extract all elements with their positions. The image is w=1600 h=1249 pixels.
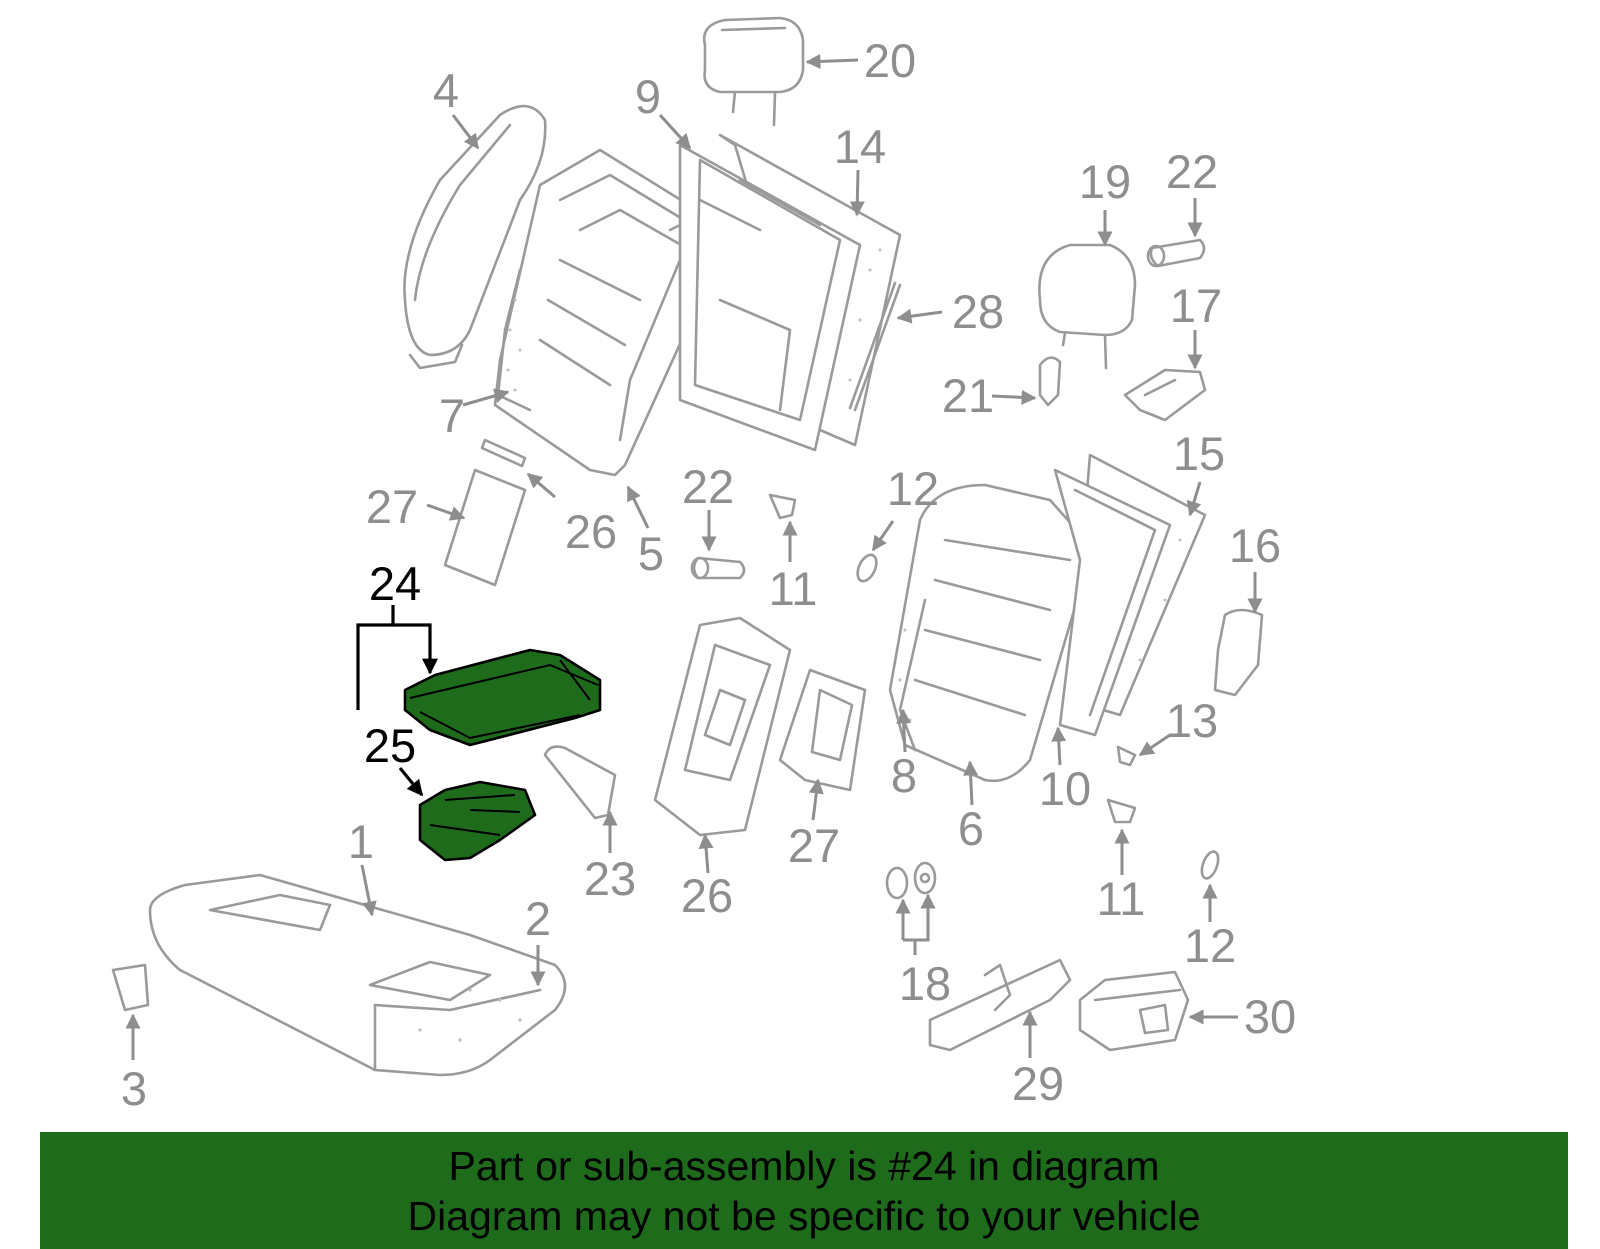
callout-9: 9 <box>635 70 661 123</box>
part-28-strip <box>480 438 527 468</box>
callout-32: 30 <box>1244 990 1296 1043</box>
info-banner: Part or sub-assembly is #24 in diagram D… <box>40 1132 1568 1249</box>
callout-11-right: 11 <box>1097 872 1146 925</box>
part-22-pin-right <box>1146 238 1206 268</box>
part-12-ring-right <box>1200 850 1220 880</box>
part-31-bracket <box>928 958 1072 1052</box>
part-25-highlighted[interactable] <box>418 780 537 862</box>
callout-12-left: 12 <box>887 462 939 515</box>
part-21-guide <box>1038 356 1062 407</box>
part-3-clip <box>111 963 150 1012</box>
callout-30: 28 <box>952 285 1004 338</box>
callout-2: 2 <box>525 892 551 945</box>
part-9-14-seatback-frame <box>678 133 902 452</box>
callout-8: 8 <box>891 749 917 802</box>
callout-26: 26 <box>681 869 733 922</box>
callout-7: 7 <box>439 389 465 442</box>
callout-15: 15 <box>1173 427 1225 480</box>
part-10-15-seatback-frame <box>1053 453 1207 737</box>
part-19-headrest <box>1038 243 1137 370</box>
callout-1: 1 <box>348 815 374 868</box>
callout-4: 4 <box>433 64 459 117</box>
callout-23: 23 <box>584 852 636 905</box>
part-16-latch-cover <box>1213 608 1264 697</box>
part-24-highlighted[interactable] <box>403 648 602 747</box>
callout-10: 10 <box>1039 762 1091 815</box>
callout-20: 20 <box>864 34 916 87</box>
part-30-rod <box>848 281 902 412</box>
parts-diagram: 4 9 20 14 28 19 22 17 21 7 27 26 5 22 11… <box>111 16 1296 1115</box>
callout-22-right: 22 <box>1166 145 1218 198</box>
part-26-armrest-frame <box>653 616 792 837</box>
callout-29: 27 <box>366 480 418 533</box>
part-17-cover <box>1123 368 1207 422</box>
part-32-module <box>1078 970 1190 1052</box>
callout-28: 26 <box>565 505 617 558</box>
banner-line-2: Diagram may not be specific to your vehi… <box>407 1192 1201 1239</box>
callout-18: 18 <box>899 957 951 1010</box>
banner-line-1: Part or sub-assembly is #24 in diagram <box>448 1142 1160 1189</box>
callout-31: 29 <box>1012 1057 1064 1110</box>
callout-25[interactable]: 25 <box>364 719 416 772</box>
part-1-2-seat-cushion <box>148 873 567 1077</box>
part-29-panel <box>443 468 527 587</box>
part-22-pin <box>690 556 746 580</box>
callout-22-left: 22 <box>682 460 734 513</box>
part-4-armrest <box>403 104 547 370</box>
callout-6: 6 <box>958 802 984 855</box>
part-11-clip <box>768 493 797 520</box>
callout-19: 19 <box>1079 155 1131 208</box>
callout-17: 17 <box>1170 279 1222 332</box>
callout-5: 5 <box>638 527 664 580</box>
callout-3: 3 <box>121 1062 147 1115</box>
part-20-headrest <box>702 16 805 127</box>
callout-12-right: 12 <box>1184 919 1236 972</box>
callout-24[interactable]: 24 <box>369 557 421 610</box>
callout-13: 13 <box>1166 694 1218 747</box>
part-18-washers <box>885 861 937 900</box>
callout-14: 14 <box>834 120 886 173</box>
part-23-trim <box>543 745 617 820</box>
callout-27: 27 <box>788 819 840 872</box>
part-27-hinge <box>778 668 867 792</box>
callout-16: 16 <box>1229 519 1281 572</box>
callout-11-left: 11 <box>769 562 818 615</box>
part-11-clip-right <box>1106 798 1137 824</box>
part-13-clip <box>1116 745 1137 767</box>
part-12-ring <box>856 553 878 583</box>
part-6-8-seatback-cover <box>888 483 1093 783</box>
callout-21: 21 <box>942 369 994 422</box>
